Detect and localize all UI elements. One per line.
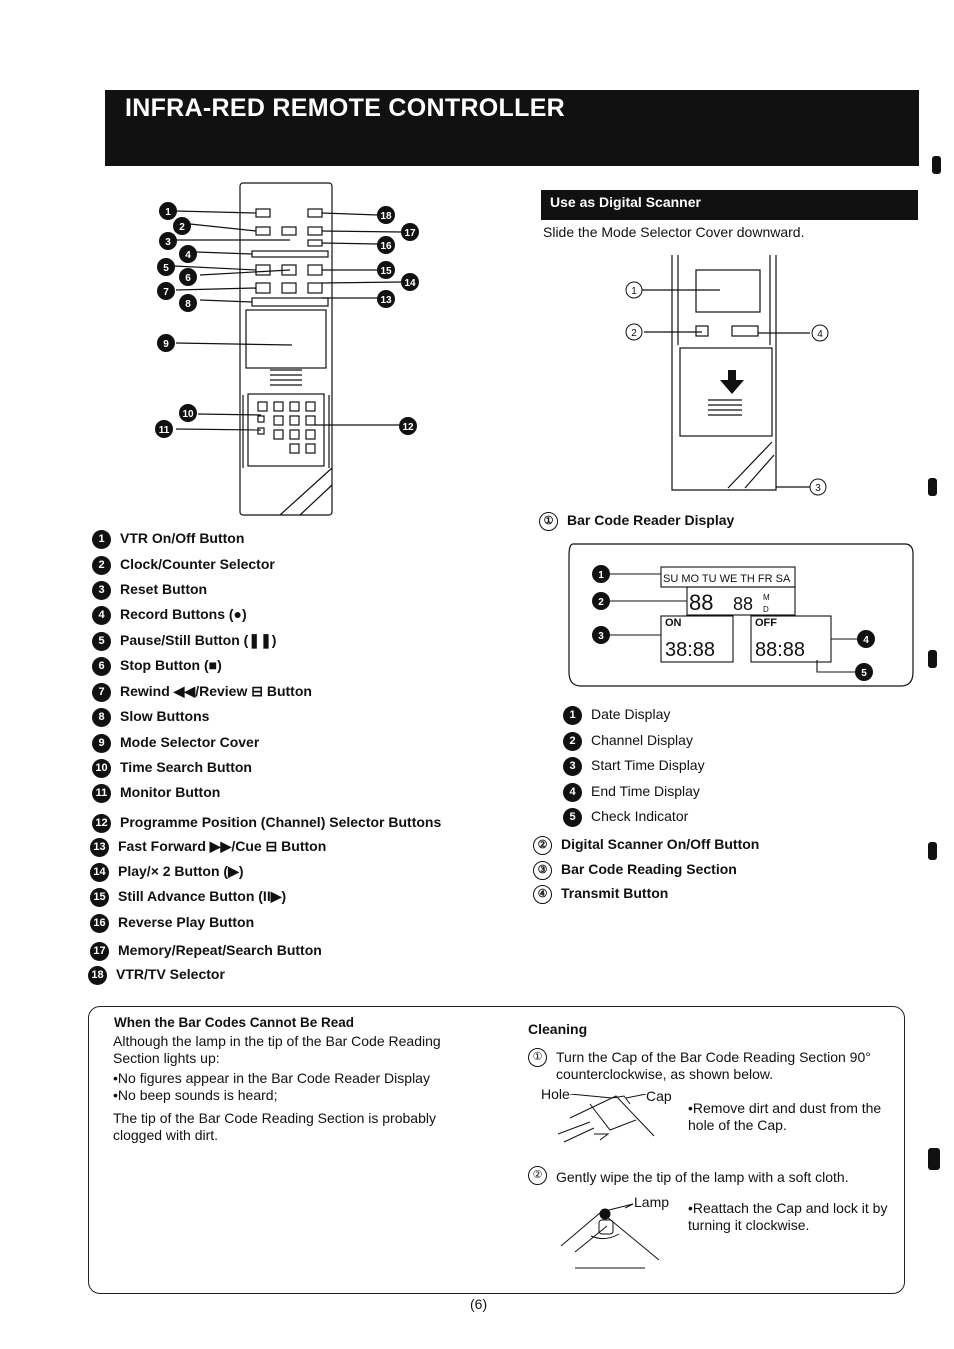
cleaning-step-2-text: Gently wipe the tip of the lamp with a s… (556, 1169, 849, 1185)
lamp-label: Lamp (634, 1194, 670, 1210)
svg-text:3: 3 (815, 483, 821, 494)
bar-codes-bullet-2: •No beep sounds is heard; (113, 1087, 278, 1103)
page-title: INFRA-RED REMOTE CONTROLLER (125, 94, 566, 122)
cap-illustration (557, 1094, 655, 1143)
svg-text:3: 3 (598, 631, 604, 642)
svg-text:8: 8 (185, 299, 191, 310)
cleaning-note-1: •Remove dirt and dust from the hole of t… (688, 1100, 882, 1133)
lcd-month-mark: M (763, 593, 770, 602)
svg-text:2: 2 (179, 222, 185, 233)
svg-text:9: 9 (163, 339, 169, 350)
svg-text:1: 1 (598, 570, 604, 581)
svg-text:11: 11 (159, 425, 170, 436)
lcd-channel: 88 (689, 590, 713, 615)
margin-mark (928, 1148, 940, 1170)
digital-scanner-heading-bar: Use as Digital Scanner (541, 190, 918, 220)
svg-text:10: 10 (182, 409, 194, 420)
lcd-day-mark: D (763, 605, 769, 614)
hole-label: Hole (541, 1086, 570, 1102)
cleaning-step-2: ② (528, 1166, 556, 1185)
cleaning-step-1-text: Turn the Cap of the Bar Code Reading Sec… (556, 1049, 871, 1082)
digital-scanner-heading: Use as Digital Scanner (550, 194, 701, 210)
bar-codes-conclusion: The tip of the Bar Code Reading Section … (113, 1110, 436, 1143)
margin-mark (932, 156, 941, 174)
svg-text:2: 2 (631, 328, 637, 339)
lcd-end-time: 88:88 (755, 639, 805, 661)
cleaning-step-1: ① (528, 1048, 556, 1067)
bar-codes-bullet-1: •No figures appear in the Bar Code Reade… (113, 1070, 430, 1086)
margin-mark (928, 650, 937, 668)
remote-illustration: 1 2 3 4 5 6 7 8 9 10 11 12 13 14 15 16 1… (155, 182, 419, 516)
bar-codes-heading: When the Bar Codes Cannot Be Read (114, 1015, 355, 1030)
cleaning-heading: Cleaning (528, 1021, 588, 1037)
svg-text:13: 13 (380, 295, 392, 306)
svg-text:12: 12 (402, 422, 414, 433)
margin-mark (928, 478, 937, 496)
page-number: (6) (470, 1296, 488, 1312)
lcd-days: SU MO TU WE TH FR SA (663, 573, 791, 585)
scanner-illustration: 1 2 4 3 (625, 255, 829, 496)
svg-text:17: 17 (404, 228, 416, 239)
title-bar: INFRA-RED REMOTE CONTROLLER (105, 90, 919, 166)
svg-text:4: 4 (863, 635, 869, 646)
bar-codes-intro: Although the lamp in the tip of the Bar … (113, 1033, 441, 1066)
lcd-display-illustration: SU MO TU WE TH FR SA 88 88 M D ON OFF 38… (568, 543, 914, 687)
svg-text:2: 2 (598, 597, 604, 608)
troubleshooting-box (88, 1006, 905, 1294)
lcd-on-label: ON (665, 617, 682, 629)
scanner-instruction: Slide the Mode Selector Cover downward. (543, 224, 805, 240)
svg-text:14: 14 (404, 278, 416, 289)
margin-mark (928, 842, 937, 860)
lamp-illustration (560, 1203, 660, 1269)
svg-text:5: 5 (163, 263, 169, 274)
svg-text:1: 1 (631, 286, 637, 297)
svg-text:3: 3 (165, 237, 171, 248)
svg-text:16: 16 (380, 241, 392, 252)
svg-text:6: 6 (185, 273, 191, 284)
cap-label: Cap (646, 1088, 672, 1104)
svg-text:4: 4 (185, 250, 191, 261)
svg-text:18: 18 (380, 211, 392, 222)
svg-text:15: 15 (380, 266, 392, 277)
lcd-date-digits: 88 (733, 594, 753, 614)
lcd-off-label: OFF (755, 617, 777, 629)
svg-text:5: 5 (861, 668, 867, 679)
lcd-start-time: 38:88 (665, 639, 715, 661)
svg-text:4: 4 (817, 329, 823, 340)
svg-text:7: 7 (163, 287, 169, 298)
svg-text:1: 1 (165, 207, 171, 218)
cleaning-note-2: •Reattach the Cap and lock it by turning… (688, 1200, 888, 1233)
